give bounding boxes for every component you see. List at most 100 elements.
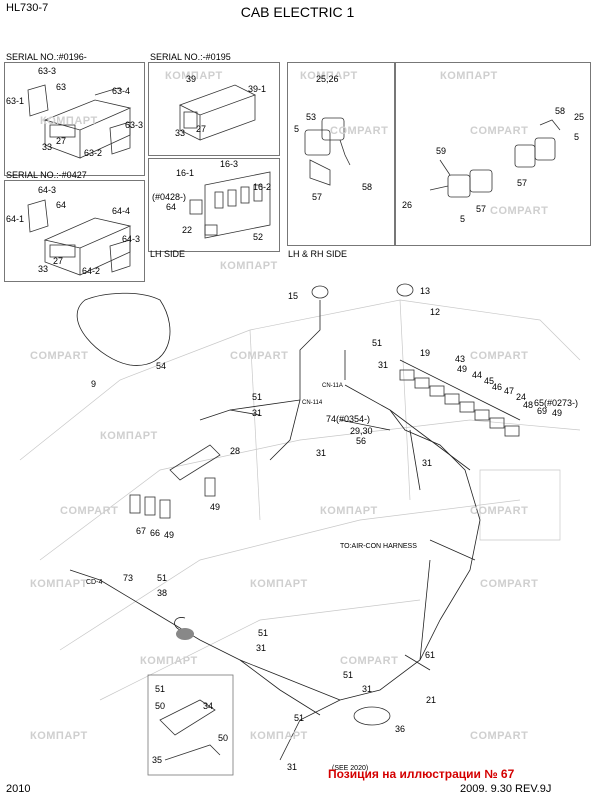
callout: 61 [425,650,436,660]
callout: 31 [378,360,389,370]
callout-air-con-harness: TO:AIR-CON HARNESS [340,543,417,550]
callout: 64 [166,202,177,212]
watermark: КОМПАРТ [250,578,308,590]
callout: 16-1 [176,168,195,178]
footer-date-revision: 2009. 9.30 REV.9J [460,783,552,795]
panel-box-e-right [395,62,591,246]
callout: 63-2 [84,148,103,158]
watermark: КОМПАРТ [100,430,158,442]
callout: 51 [157,573,168,583]
watermark-latin: COMPART [470,505,529,517]
callout: 5 [574,132,580,142]
watermark: КОМПАРТ [440,70,498,82]
panel-label-d: LH SIDE [150,249,186,259]
lamp-drawing-right [429,119,561,198]
watermark-latin: COMPART [340,655,399,667]
callout: 45 [484,376,495,386]
callout: 27 [53,256,64,266]
callout: 13 [420,286,431,296]
watermark-latin: COMPART [480,578,539,590]
callout: 49 [164,530,175,540]
callout: 31 [422,458,433,468]
callout: 50 [155,701,166,711]
switch-set-lower-left [129,444,221,519]
callout: 44 [472,370,483,380]
watermark: КОМПАРТ [300,70,358,82]
callout: 63-4 [112,86,131,96]
callout: 33 [42,142,53,152]
watermark-latin: COMPART [470,350,529,362]
panel-label-b: SERIAL NO.:-#0195 [150,52,231,62]
callout: 63 [56,82,67,92]
radio-drawing-a [27,84,132,159]
callout: 27 [196,124,207,134]
watermark: КОМПАРТ [250,730,308,742]
callout: 51 [294,713,305,723]
callout: 35 [152,755,163,765]
callout: 16-2 [253,182,272,192]
callout: 57 [476,204,487,214]
panel-box-a [4,62,145,176]
panel-label-a: SERIAL NO.:#0196- [6,52,87,62]
callout: 59 [436,146,447,156]
panel-box-b [148,62,280,156]
callout: 58 [555,106,566,116]
callout: 21 [426,695,437,705]
callout: 51 [155,684,166,694]
callout: 58 [362,182,373,192]
callout: 22 [182,225,193,235]
callout: 19 [420,348,431,358]
callout: 54 [156,361,167,371]
callout: 33 [175,128,186,138]
connector-label: CN-11A [322,383,343,389]
callout: 66 [150,528,161,538]
radio-drawing-b [178,84,257,141]
watermark-latin: COMPART [230,350,289,362]
callout: 5 [460,214,466,224]
callout: 34 [203,701,214,711]
callout: 43 [455,354,466,364]
callout: 15 [288,291,299,301]
callout: CD-4 [86,579,103,586]
callout: 31 [362,684,373,694]
watermark: КОМПАРТ [40,115,98,127]
callout: 67 [136,526,147,536]
watermark: КОМПАРТ [165,70,223,82]
callout: 51 [252,392,263,402]
panel-label-c: SERIAL NO.:-#0427 [6,170,87,180]
footer-year: 2010 [6,783,31,795]
watermark: КОМПАРТ [30,578,88,590]
callout: 52 [253,232,264,242]
panel-box-e-left [287,62,395,246]
lamp-drawing-left [304,117,351,186]
callout: 12 [430,307,441,317]
callout: 49 [552,408,563,418]
callout: 31 [287,762,298,772]
callout: 31 [252,408,263,418]
callout: 16-3 [220,159,239,169]
callout: 46 [492,382,503,392]
watermark-latin: COMPART [330,125,389,137]
callout: 39 [186,74,197,84]
watermark: КОМПАРТ [220,260,278,272]
callout: 25,26 [316,74,339,84]
callout: 49 [457,364,468,374]
callout: 36 [395,724,406,734]
callout: (#0428-) [152,192,187,202]
callout: 49 [210,502,221,512]
page-title: CAB ELECTRIC 1 [240,4,355,20]
callout: 9 [91,379,97,389]
callout: 56 [356,436,367,446]
callout: 63-1 [6,96,25,106]
callout: 31 [256,643,267,653]
watermark-latin: COMPART [30,350,89,362]
watermark: КОМПАРТ [320,505,378,517]
switch-panel-drawing [189,171,271,239]
watermark: КОМПАРТ [30,730,88,742]
callout: 64-1 [6,214,25,224]
main-harness [69,292,521,761]
callout-see-2020: (SEE 2020) [332,765,369,772]
callout: 5 [294,124,300,134]
panel-box-d [148,158,280,252]
